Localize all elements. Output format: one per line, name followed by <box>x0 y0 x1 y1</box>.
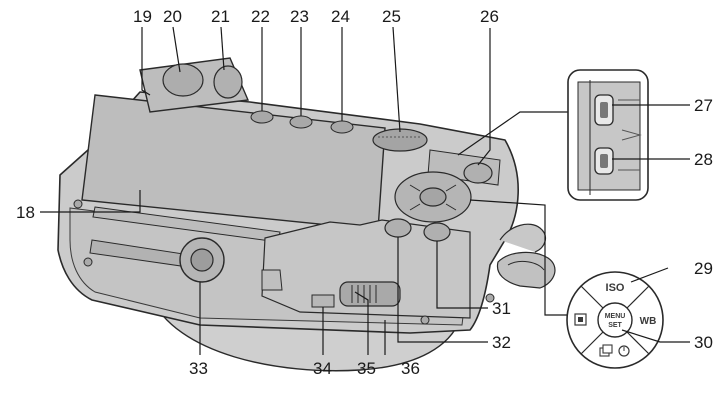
callout-24: 24 <box>331 7 350 26</box>
drive-mode-icon <box>599 344 613 357</box>
callout-19: 19 <box>133 7 152 26</box>
callout-30: 30 <box>694 333 713 352</box>
callout-32: 32 <box>492 333 511 352</box>
callout-31: 31 <box>492 299 511 318</box>
camera-body <box>57 57 556 372</box>
delete-button <box>423 222 451 242</box>
tripod-mount <box>179 237 225 283</box>
door-release-lever <box>339 281 401 307</box>
hdmi-socket <box>594 94 614 126</box>
callout-35: 35 <box>357 359 376 378</box>
cursor-buttons <box>394 171 472 223</box>
callout-22: 22 <box>251 7 270 26</box>
iso-label: ISO <box>606 282 625 294</box>
callout-36: 36 <box>401 359 420 378</box>
callout-29: 29 <box>694 259 713 278</box>
shoulder-strap <box>496 223 556 289</box>
menu-label: MENU <box>605 313 626 320</box>
callout-34: 34 <box>313 359 332 378</box>
leader-lines <box>40 26 690 355</box>
usb-socket <box>594 147 614 175</box>
fn-button-2 <box>289 115 313 129</box>
fn-button-3 <box>330 120 354 134</box>
viewfinder <box>139 57 250 113</box>
battery-door <box>261 219 471 319</box>
callout-26: 26 <box>480 7 499 26</box>
callout-23: 23 <box>290 7 309 26</box>
callout-21: 21 <box>211 7 230 26</box>
callout-25: 25 <box>382 7 401 26</box>
rear-dial <box>372 128 428 152</box>
control-dial: ISO WB MENU SET <box>566 271 664 369</box>
callout-28: 28 <box>694 150 713 169</box>
fn-button-1 <box>250 110 274 124</box>
terminal-inset <box>457 69 649 201</box>
callout-27: 27 <box>694 96 713 115</box>
set-label: SET <box>608 322 622 329</box>
af-ae-lock-button <box>463 162 493 184</box>
callout-20: 20 <box>163 7 182 26</box>
display-button <box>384 218 412 238</box>
dc-coupler-cover <box>311 294 335 308</box>
dial-inset: ISO WB MENU SET <box>469 199 664 369</box>
af-mode-icon <box>574 313 587 326</box>
wb-label: WB <box>640 316 657 327</box>
self-timer-icon <box>618 345 630 357</box>
callout-33: 33 <box>189 359 208 378</box>
callout-labels: 19 20 21 22 23 24 25 26 27 28 18 29 30 3… <box>16 7 713 378</box>
callout-18: 18 <box>16 203 35 222</box>
